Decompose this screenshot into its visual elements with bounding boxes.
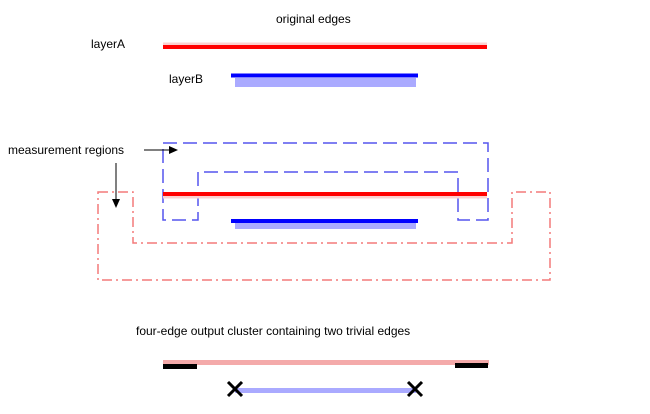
diagram-title: original edges bbox=[276, 12, 351, 26]
layer-b-original-edge bbox=[231, 73, 418, 87]
cross-marker-right bbox=[406, 380, 424, 398]
measurement-region-red bbox=[97, 191, 551, 281]
layer-b-edge-in-region bbox=[231, 219, 418, 229]
measurement-pointer-arrow-right bbox=[144, 146, 178, 154]
measurement-region-blue bbox=[162, 142, 489, 221]
output-cluster-label: four-edge output cluster containing two … bbox=[136, 324, 411, 338]
layer-a-label: layerA bbox=[91, 37, 126, 51]
measurement-regions-label: measurement regions bbox=[8, 143, 125, 157]
layer-a-original-edge bbox=[163, 42, 487, 49]
measurement-pointer-arrow-down bbox=[112, 163, 120, 208]
layer-b-label: layerB bbox=[169, 72, 204, 86]
cross-marker-left bbox=[226, 380, 244, 398]
layer-a-edge-in-region bbox=[163, 192, 487, 199]
